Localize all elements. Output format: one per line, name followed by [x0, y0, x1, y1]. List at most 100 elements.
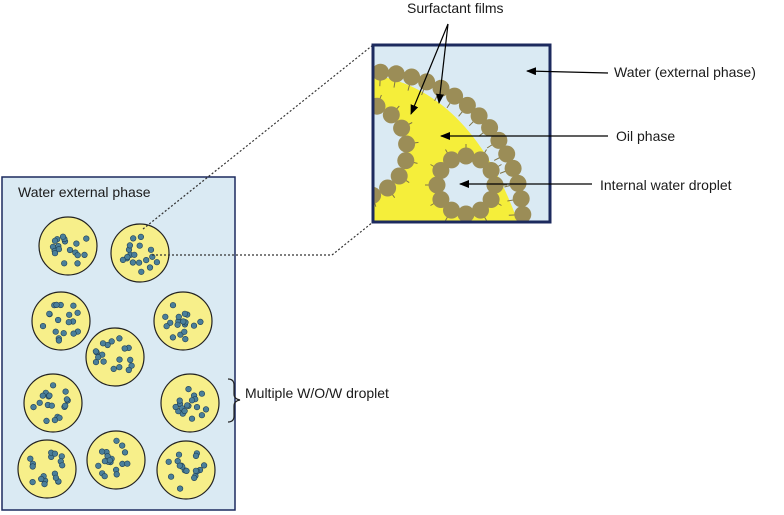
- internal-water-dot: [113, 437, 120, 444]
- internal-water-dot: [147, 246, 155, 253]
- internal-water-dot: [61, 260, 68, 267]
- internal-water-dot: [46, 310, 53, 317]
- internal-water-dot: [70, 302, 77, 309]
- surfactant-head: [398, 135, 416, 153]
- internal-water-dot: [185, 386, 192, 393]
- oil-phase-label: Oil phase: [616, 128, 675, 144]
- internal-water-dot: [39, 392, 46, 399]
- multiple-droplets-group: [17, 216, 220, 500]
- internal-water-dot: [60, 330, 67, 337]
- surfactant-head: [457, 205, 475, 222]
- internal-water-dot: [92, 348, 99, 355]
- internal-water-dot: [121, 449, 129, 456]
- internal-water-dot: [198, 390, 205, 397]
- surfactant-head: [373, 97, 386, 115]
- internal-water-dot: [101, 473, 108, 480]
- internal-water-dot: [177, 485, 184, 492]
- internal-water-dot: [198, 412, 205, 419]
- internal-water-dot: [197, 318, 204, 326]
- internal-water-dot: [99, 340, 107, 347]
- surfactant-head: [486, 176, 504, 194]
- water-external-arrow: [526, 67, 609, 76]
- surfactant-arrow-2: [436, 23, 449, 104]
- internal-water-dot: [65, 319, 72, 326]
- internal-water-dot: [136, 242, 143, 249]
- surfactant-head: [379, 179, 397, 197]
- surfactant-head: [504, 159, 522, 177]
- surfactant-head: [458, 96, 476, 114]
- internal-water-dot: [190, 322, 198, 329]
- internal-water-dot: [29, 479, 36, 486]
- surfactant-head: [397, 152, 415, 170]
- internal-water-dot: [181, 328, 188, 335]
- water-external-phase-label: Water external phase: [18, 184, 151, 200]
- wow-droplet: [110, 223, 170, 283]
- internal-water-dot: [81, 251, 88, 258]
- internal-water-dot: [137, 233, 144, 240]
- internal-water-dot: [36, 399, 43, 406]
- surfactant-head: [457, 147, 475, 165]
- internal-water-dot: [188, 415, 196, 422]
- wow-droplet: [38, 216, 98, 276]
- internal-water-dot: [95, 354, 102, 361]
- surfactant-films-label: Surfactant films: [407, 0, 503, 16]
- internal-water-dot: [73, 240, 80, 247]
- surfactant-head: [373, 186, 382, 204]
- internal-water-dot: [30, 404, 37, 411]
- internal-water-dot: [163, 323, 170, 330]
- surfactant-head: [481, 119, 499, 137]
- internal-water-dot: [124, 460, 131, 467]
- internal-water-dot: [52, 474, 60, 481]
- internal-water-dot: [54, 316, 62, 324]
- internal-water-dot: [116, 356, 123, 363]
- surfactant-head: [446, 87, 464, 105]
- internal-water-dot: [191, 474, 198, 482]
- internal-water-dot: [119, 442, 126, 449]
- internal-water-dot: [124, 253, 131, 261]
- internal-water-dot: [180, 318, 187, 325]
- internal-water-dot: [116, 335, 123, 342]
- wow-droplet: [17, 439, 77, 499]
- surfactant-head: [393, 119, 411, 137]
- surfactant-head: [443, 201, 460, 219]
- internal-water-dot: [146, 264, 154, 271]
- internal-water-dot: [202, 406, 210, 413]
- internal-water-dot: [51, 450, 59, 457]
- internal-water-dot: [51, 417, 59, 424]
- internal-water-dot: [74, 252, 81, 259]
- internal-water-dot: [126, 242, 133, 249]
- internal-water-dot: [182, 336, 189, 343]
- water-external-label: Water (external phase): [614, 64, 756, 80]
- internal-water-dot: [176, 397, 183, 404]
- surfactant-head: [403, 68, 421, 86]
- surfactant-head: [512, 190, 530, 208]
- surfactant-head: [373, 63, 389, 81]
- internal-water-dot: [51, 250, 59, 257]
- internal-water-dot: [201, 462, 208, 469]
- droplet-brace: [227, 378, 241, 423]
- internal-water-dot: [128, 362, 135, 369]
- internal-water-dot: [95, 462, 102, 469]
- internal-water-dot: [100, 358, 107, 365]
- zoom-line-bottom: [152, 221, 374, 256]
- internal-water-dot: [165, 458, 172, 465]
- internal-water-dot: [127, 356, 134, 364]
- surfactant-head: [428, 176, 446, 194]
- internal-water-dot: [131, 251, 138, 258]
- internal-water-dot: [192, 452, 200, 460]
- internal-water-dot: [143, 257, 150, 264]
- internal-water-dot: [168, 473, 175, 480]
- internal-water-dot: [110, 365, 117, 373]
- internal-water-dot: [101, 458, 108, 465]
- internal-water-dot: [51, 237, 59, 244]
- internal-water-dot: [136, 259, 143, 266]
- internal-water-droplet-label: Internal water droplet: [600, 177, 732, 193]
- internal-water-dot: [29, 463, 36, 470]
- internal-water-dot: [113, 471, 120, 478]
- internal-water-dot: [172, 403, 179, 411]
- internal-water-dot: [58, 453, 65, 460]
- surfactant-head: [387, 65, 405, 83]
- internal-water-dot: [192, 467, 199, 474]
- internal-water-dot: [46, 392, 53, 399]
